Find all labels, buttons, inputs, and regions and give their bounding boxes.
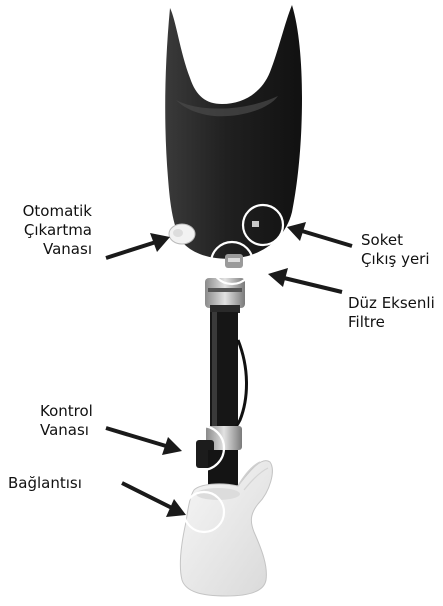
- socket-outlet: [252, 221, 259, 227]
- arrow-release-valve: [106, 233, 170, 258]
- label-straight-filter: Düz Eksenli Filtre: [348, 294, 435, 332]
- arrow-control-valve: [106, 428, 182, 455]
- label-auto-release-valve: Otomatik Çıkartma Vanası: [0, 202, 92, 259]
- label-line: Otomatik: [0, 202, 92, 221]
- label-line: Bağlantısı: [8, 474, 82, 493]
- label-control-valve: Kontrol Vanası: [40, 402, 93, 440]
- label-line: Vanası: [40, 421, 93, 440]
- arrow-filter: [268, 268, 342, 292]
- label-socket-outlet: Soket Çıkış yeri: [361, 231, 430, 269]
- label-connection: Bağlantısı: [8, 474, 82, 493]
- label-line: Düz Eksenli: [348, 294, 435, 313]
- arrow-connection: [122, 483, 186, 517]
- arrow-socket-outlet: [287, 222, 352, 246]
- label-line: Vanası: [0, 240, 92, 259]
- label-line: Çıkış yeri: [361, 250, 430, 269]
- label-line: Çıkartma: [0, 221, 92, 240]
- label-line: Kontrol: [40, 402, 93, 421]
- label-line: Soket: [361, 231, 430, 250]
- label-line: Filtre: [348, 313, 435, 332]
